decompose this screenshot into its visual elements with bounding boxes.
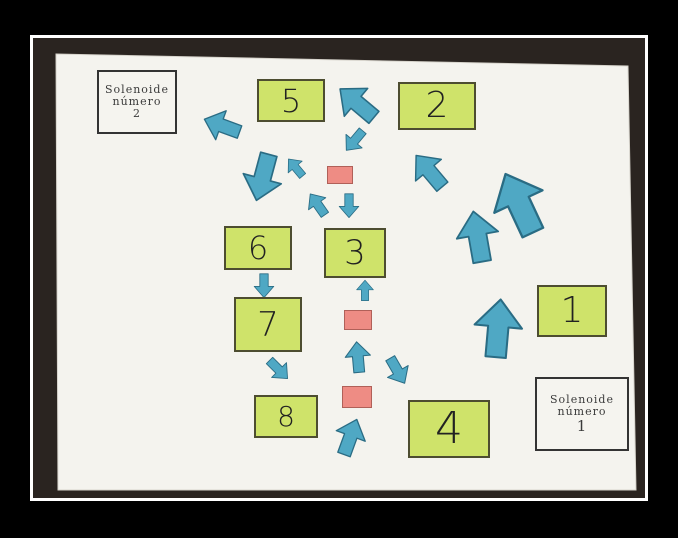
box-7: 7 [234, 297, 302, 352]
box-label: 2 [426, 88, 449, 124]
box-label: 5 [281, 85, 301, 117]
arrow-icon [403, 145, 455, 198]
box-label: 3 [344, 236, 366, 270]
arrow-icon [238, 149, 288, 205]
box-4: 4 [408, 400, 490, 458]
box-1: 1 [537, 285, 607, 337]
red-square-icon [327, 166, 353, 184]
solenoid-1-line3: 1 [577, 418, 588, 435]
arrow-icon [472, 297, 524, 359]
arrow-icon [330, 414, 372, 460]
box-label: 7 [257, 308, 279, 342]
solenoid-1-line1: Solenoide [550, 394, 614, 406]
red-square-icon [342, 386, 372, 408]
arrow-icon [338, 124, 370, 157]
solenoid-2-note: Solenoide número 2 [97, 70, 177, 134]
box-6: 6 [224, 226, 292, 270]
box-label: 6 [248, 232, 268, 264]
box-3: 3 [324, 228, 386, 278]
arrow-icon [199, 105, 245, 147]
arrow-icon [357, 280, 374, 300]
arrow-icon [328, 75, 385, 131]
arrow-icon [344, 341, 372, 374]
box-label: 8 [277, 403, 295, 431]
box-5: 5 [257, 79, 325, 122]
red-square-icon [344, 310, 372, 330]
arrow-icon [453, 208, 503, 266]
box-2: 2 [398, 82, 476, 130]
arrow-icon [380, 352, 415, 389]
solenoid-2-line3: 2 [133, 108, 141, 120]
box-label: 1 [561, 293, 584, 329]
arrow-icon [282, 153, 310, 182]
arrow-icon [262, 353, 295, 386]
box-8: 8 [254, 395, 318, 438]
arrow-icon [302, 188, 334, 221]
arrow-icon [254, 274, 274, 298]
box-label: 4 [435, 407, 463, 451]
solenoid-1-note: Solenoide número 1 [535, 377, 629, 451]
arrow-icon [339, 194, 359, 218]
